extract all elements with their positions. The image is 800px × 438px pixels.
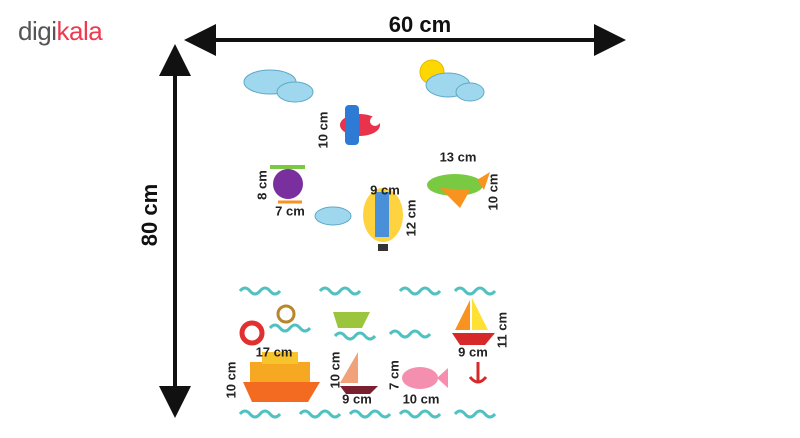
balloon-width: 9 cm — [370, 182, 400, 198]
submarine-height: 7 cm — [386, 360, 402, 390]
helicopter-width: 7 cm — [275, 203, 305, 219]
submarine-width: 10 cm — [402, 391, 440, 407]
ship — [243, 352, 320, 402]
height-label: 80 cm — [137, 183, 162, 247]
width-label: 60 cm — [388, 12, 452, 37]
helicopter — [270, 165, 305, 204]
digikala-logo: digikala — [18, 16, 103, 46]
sailboat-small-width: 9 cm — [342, 391, 372, 407]
airplane-green-width: 13 cm — [439, 149, 477, 165]
sailboat-large-width: 9 cm — [458, 344, 488, 360]
sailboat-large-height: 11 cm — [494, 311, 510, 349]
sailboat-large — [452, 298, 495, 345]
life-ring — [239, 320, 265, 346]
balloon-height: 12 cm — [403, 199, 419, 237]
waves-bottom — [238, 409, 497, 419]
ship-wheel — [276, 304, 296, 324]
ship-width: 17 cm — [255, 344, 293, 360]
airplane-green-height: 10 cm — [485, 173, 501, 211]
helicopter-height: 8 cm — [254, 170, 270, 200]
airplane-green — [427, 172, 490, 208]
sailboat-small-height: 10 cm — [327, 351, 343, 389]
ship-height: 10 cm — [223, 361, 239, 399]
airplane-red — [340, 105, 380, 145]
sailboat-small — [340, 352, 378, 394]
anchor — [468, 362, 488, 384]
clouds — [243, 59, 485, 226]
balloon — [363, 188, 403, 251]
airplane-red-height: 10 cm — [315, 111, 331, 149]
submarine — [402, 367, 448, 389]
boat-green — [333, 312, 370, 328]
